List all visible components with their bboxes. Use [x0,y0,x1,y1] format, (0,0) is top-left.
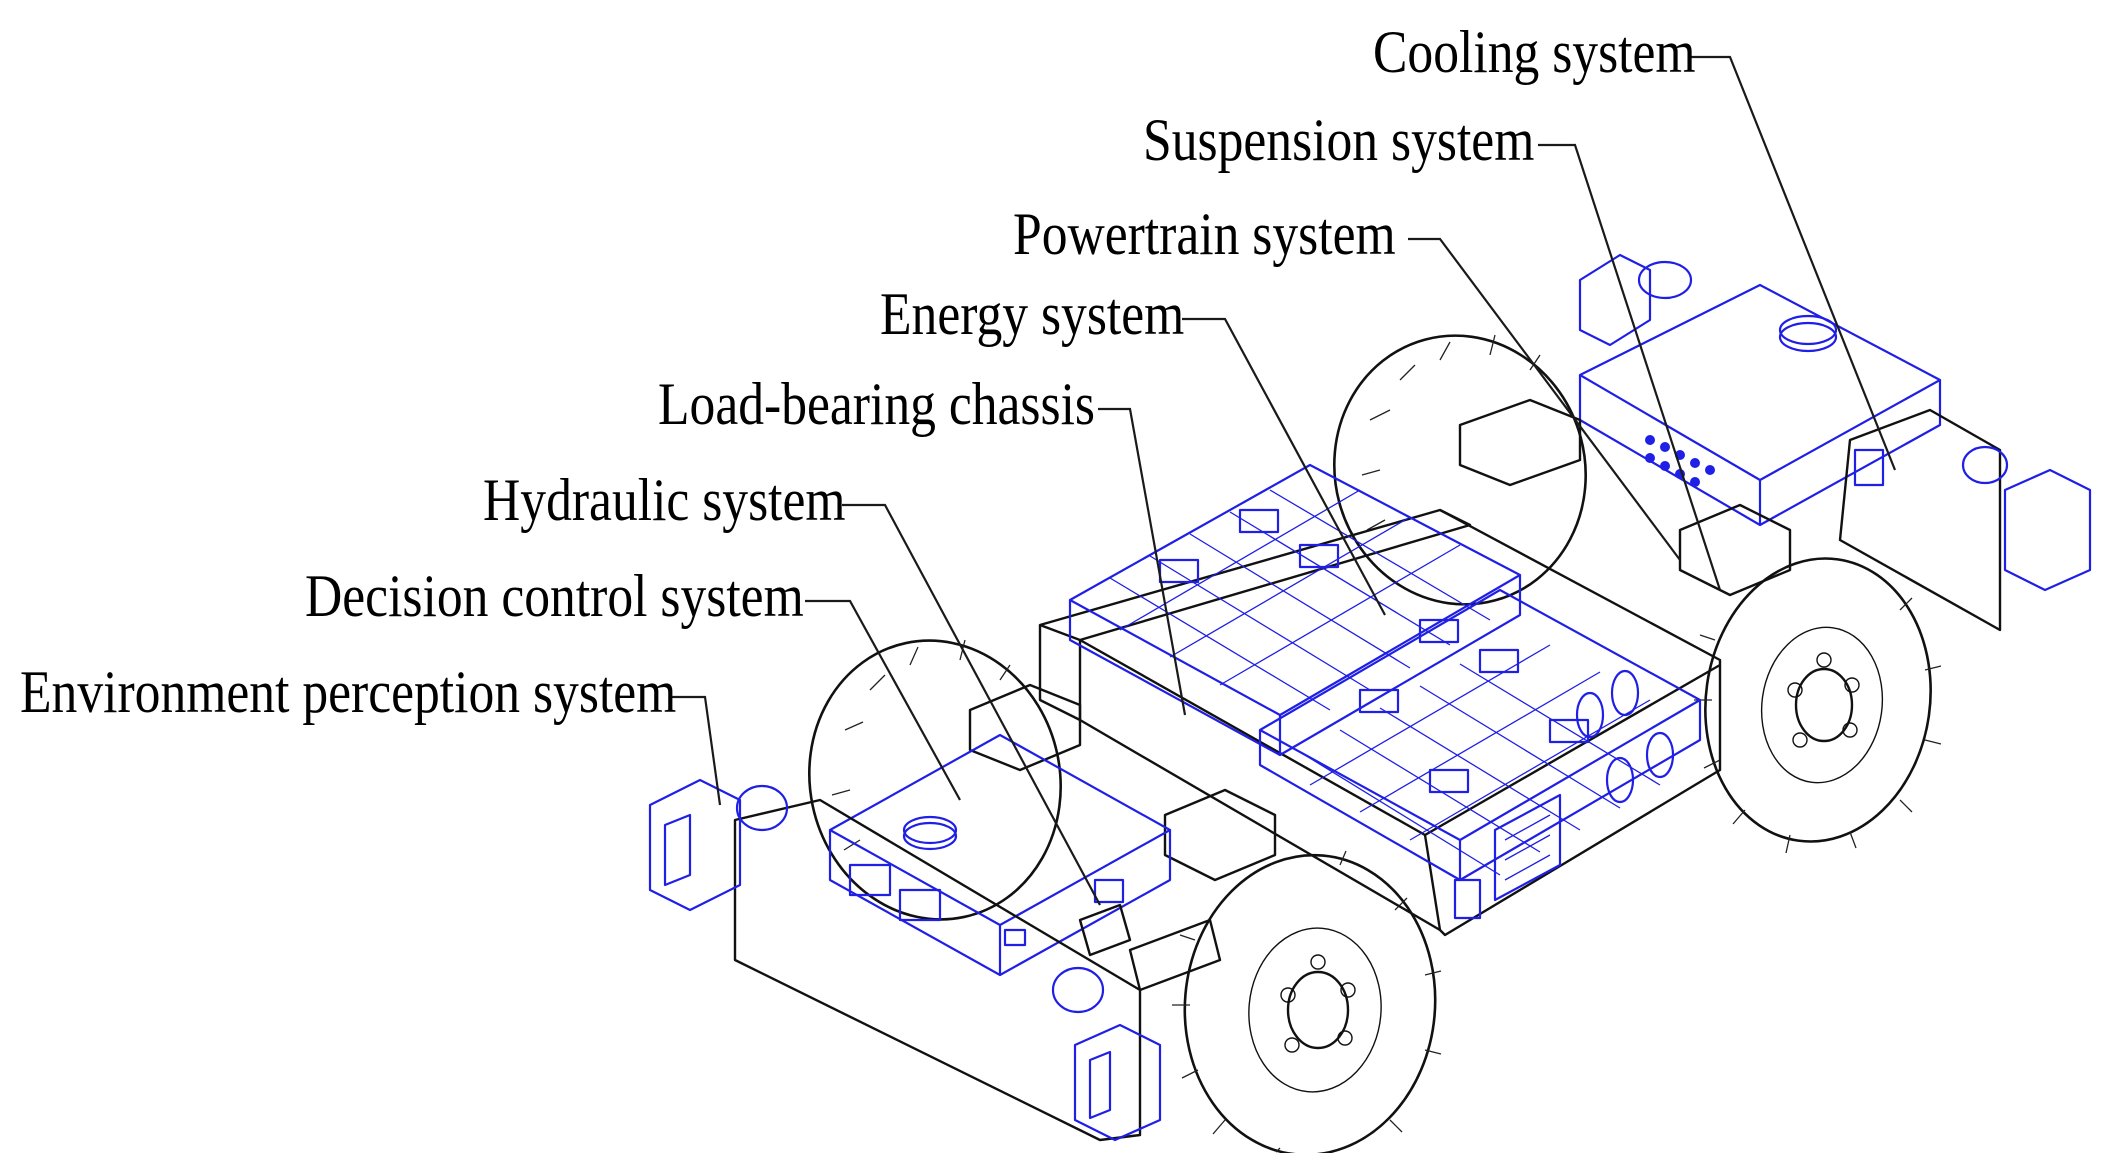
decision-control-box [828,733,1172,977]
environment-perception-assembly [648,778,1162,1142]
cooling-system-box [1578,283,1942,527]
label-environment-perception-system: Environment perception system [20,659,677,725]
rear-left-wheel [1333,334,1587,606]
label-cooling-system: Cooling system [1373,19,1696,85]
label-load-bearing-chassis: Load-bearing chassis [658,371,1096,437]
rear-sensor-assembly [1578,253,2092,632]
label-energy-system: Energy system [880,281,1185,347]
suspension-blocks [968,398,1792,882]
hydraulic-components [1078,878,1222,992]
front-right-wheel [1172,850,1442,1153]
label-powertrain-system: Powertrain system [1013,201,1396,267]
load-bearing-chassis-frame [1038,508,1722,937]
leader-lines [670,55,1897,906]
energy-system-battery-packs [1068,463,1702,882]
label-hydraulic-system: Hydraulic system [483,467,846,533]
label-suspension-system: Suspension system [1143,107,1535,173]
rear-right-wheel [1694,557,1942,854]
label-decision-control-system: Decision control system [305,563,804,629]
